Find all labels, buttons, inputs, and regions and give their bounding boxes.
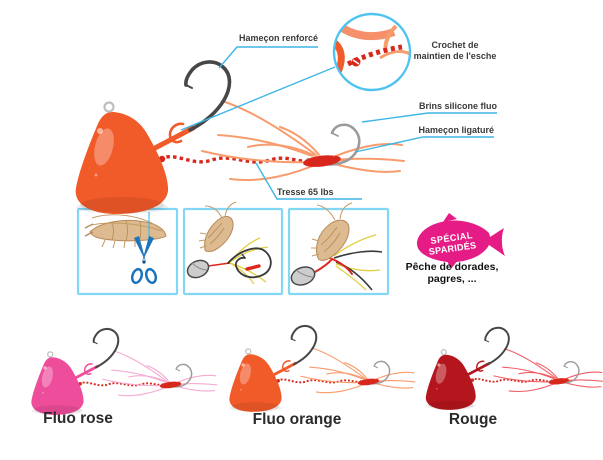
bait-keeper-line1: Crochet de	[431, 40, 479, 50]
rig-hook-and-bait-icon	[186, 201, 272, 285]
main-lure-illustration	[75, 60, 405, 214]
step-box-2	[182, 201, 284, 296]
callout-label-silicone-strands: Brins silicone fluo	[418, 101, 497, 111]
magnifier-leader-line	[180, 66, 336, 131]
variant-label-fluo-orange: Fluo orange	[252, 411, 342, 428]
jig-illustration-fluo-rose	[31, 327, 218, 415]
callout-line-ligatured-hook	[354, 136, 494, 153]
step-box-1	[76, 207, 179, 296]
callout-line-braid	[255, 162, 362, 200]
shrimp-mounted-on-rig-icon	[290, 202, 383, 291]
badge-caption: Pêche de dorades, pagres, ...	[405, 261, 499, 285]
callout-label-braid: Tresse 65 lbs	[277, 187, 334, 197]
callout-label-bait-keeper: Crochet de maintien de l'esche	[403, 40, 507, 63]
callout-label-reinforced-hook: Hameçon renforcé	[238, 33, 318, 43]
shrimp-cut-with-scissors-icon	[84, 212, 167, 285]
step-box-3	[287, 202, 390, 296]
magnifier-circle	[332, 12, 412, 92]
bait-keeper-line2: maintien de l'esche	[413, 51, 497, 62]
variant-label-fluo-rose: Fluo rose	[43, 410, 113, 427]
jig-illustration-fluo-orange	[229, 324, 416, 412]
jig-illustration-rouge	[425, 326, 603, 410]
callout-line-reinforced-hook	[218, 46, 318, 69]
special-sparides-badge: SPÉCIAL SPARIDÉS	[416, 213, 505, 269]
callout-overlay	[180, 12, 497, 200]
variant-label-rouge: Rouge	[448, 411, 498, 428]
callout-label-ligatured-hook: Hameçon ligaturé	[418, 125, 494, 135]
callout-line-silicone-strands	[361, 112, 497, 123]
